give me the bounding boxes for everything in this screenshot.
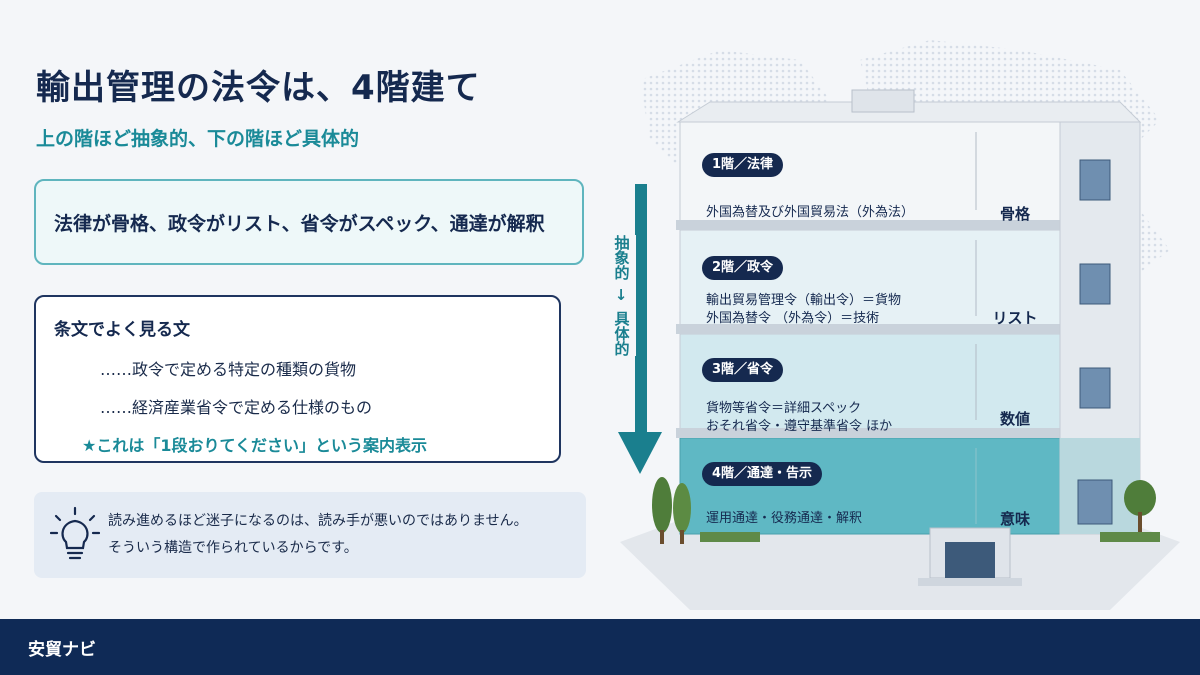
floor-3-desc-line: 貨物等省令＝詳細スペック [706, 401, 862, 416]
footer-bar: 安貿ナビ [0, 619, 1200, 675]
floor-3-badge: 3階／省令 [702, 358, 784, 382]
lightbulb-icon [50, 506, 100, 560]
tip-line: そういう構造で作られているからです。 [108, 540, 358, 556]
floor-4-desc-line: 運用通達・役務通達・解釈 [706, 511, 863, 526]
summary-box: 法律が骨格、政令がリスト、省令がスペック、通達が解釈 [34, 179, 584, 265]
floor-2-badge: 2階／政令 [702, 256, 784, 280]
floor-3-tag: 数値 [999, 410, 1030, 428]
floor-2-desc-line: 外国為替令 （外為令）＝技術 [706, 311, 880, 326]
floor-2-desc: 輸出貿易管理令（輸出令）＝貨物 外国為替令 （外為令）＝技術 [706, 292, 901, 328]
floor-2-tag: リスト [992, 309, 1038, 327]
floor-4-desc: 運用通達・役務通達・解釈 [706, 510, 862, 528]
phrase-box-title: 条文でよく見る文 [54, 320, 190, 340]
floor-1-badge: 1階／法律 [702, 153, 784, 177]
phrase-box: 条文でよく見る文 ……政令で定める特定の種類の貨物 ……経済産業省令で定める仕様… [34, 295, 561, 463]
building-illustration [620, 89, 1180, 610]
tip-line: 読み進めるほど迷子になるのは、読み手が悪いのではありません。 [108, 513, 528, 529]
footer-brand: 安貿ナビ [28, 639, 96, 660]
abstract-to-concrete-arrow [618, 184, 662, 474]
phrase-line: ……経済産業省令で定める仕様のもの [100, 398, 373, 417]
floor-1-tag: 骨格 [999, 205, 1030, 223]
floor-3-desc: 貨物等省令＝詳細スペック おそれ省令・遵守基準省令 ほか [706, 400, 892, 436]
floor-4-badge: 4階／通達・告示 [702, 462, 823, 486]
floor-3-desc-line: おそれ省令・遵守基準省令 ほか [706, 419, 893, 434]
phrase-note: ★これは「1段おりてください」という案内表示 [82, 436, 427, 455]
arrow-label-abstract: 抽象的 [612, 235, 631, 280]
phrase-line: ……政令で定める特定の種類の貨物 [100, 360, 357, 379]
arrow-label: 抽象的 ↓ 具体的 [606, 235, 636, 356]
summary-text: 法律が骨格、政令がリスト、省令がスペック、通達が解釈 [54, 212, 545, 235]
floor-1-desc-line: 外国為替及び外国貿易法（外為法） [706, 205, 915, 220]
arrow-symbol: ↓ [614, 286, 628, 304]
floor-4-tag: 意味 [999, 510, 1030, 528]
page-title: 輸出管理の法令は、4階建て [36, 68, 481, 108]
arrow-label-concrete: 具体的 [612, 311, 631, 356]
floor-1-desc: 外国為替及び外国貿易法（外為法） [706, 204, 914, 222]
page-subtitle: 上の階ほど抽象的、下の階ほど具体的 [36, 128, 360, 150]
tip-box: 読み進めるほど迷子になるのは、読み手が悪いのではありません。 そういう構造で作ら… [34, 492, 586, 578]
floor-2-desc-line: 輸出貿易管理令（輸出令）＝貨物 [706, 293, 902, 308]
